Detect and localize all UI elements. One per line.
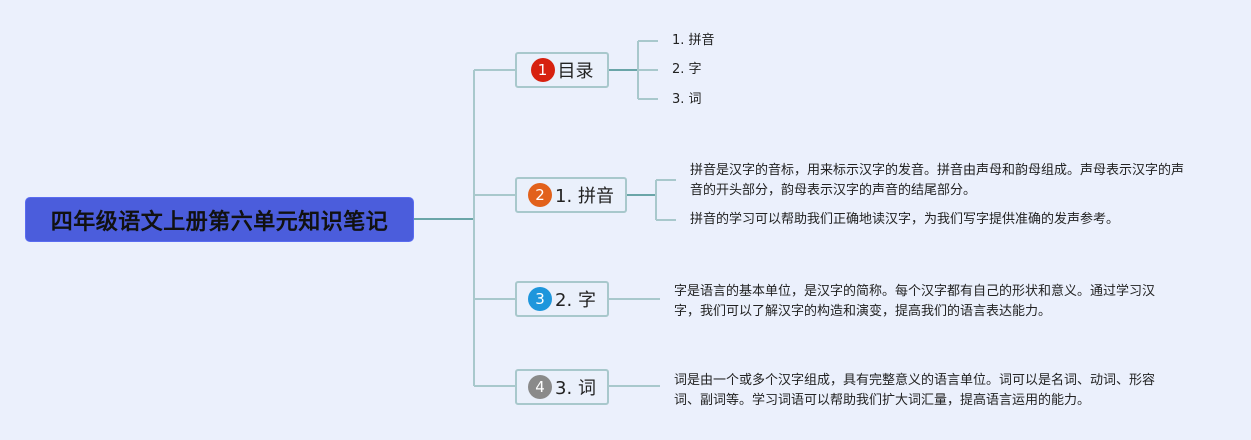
number-badge-icon: 1	[530, 58, 555, 82]
branch1-child-lines	[637, 40, 658, 100]
leaf-node[interactable]: 词是由一个或多个汉字组成，具有完整意义的语言单位。词可以是名词、动词、形容词、副…	[674, 373, 1156, 408]
branch-label: 2. 字	[555, 290, 596, 311]
branch-node-pinyin[interactable]: 2 1. 拼音	[515, 177, 627, 213]
number-badge-icon: 3	[528, 287, 553, 311]
branch2-child-lines	[655, 179, 676, 221]
branch-label: 目录	[557, 61, 594, 82]
branch-node-words[interactable]: 4 3. 词	[515, 369, 609, 405]
leaf-node[interactable]: 3. 词	[672, 92, 702, 107]
leaf-node[interactable]: 2. 字	[672, 62, 702, 77]
branch-label: 1. 拼音	[555, 186, 614, 207]
root-title: 四年级语文上册第六单元知识笔记	[50, 209, 389, 235]
leaf-node[interactable]: 1. 拼音	[672, 33, 715, 48]
number-badge-icon: 4	[528, 375, 553, 399]
branch-label: 3. 词	[555, 378, 596, 399]
branch-node-characters[interactable]: 3 2. 字	[515, 281, 609, 317]
leaf-node[interactable]: 字是语言的基本单位，是汉字的简称。每个汉字都有自己的形状和意义。通过学习汉字，我…	[674, 284, 1156, 319]
number-badge-icon: 2	[528, 183, 553, 207]
root-node[interactable]: 四年级语文上册第六单元知识笔记	[25, 197, 414, 242]
leaf-node[interactable]: 拼音的学习可以帮助我们正确地读汉字，为我们写字提供准确的发声参考。	[690, 212, 1120, 227]
branch-node-toc[interactable]: 1 目录	[515, 52, 609, 88]
leaf-node[interactable]: 拼音是汉字的音标，用来标示汉字的发音。拼音由声母和韵母组成。声母表示汉字的声音的…	[690, 163, 1185, 198]
